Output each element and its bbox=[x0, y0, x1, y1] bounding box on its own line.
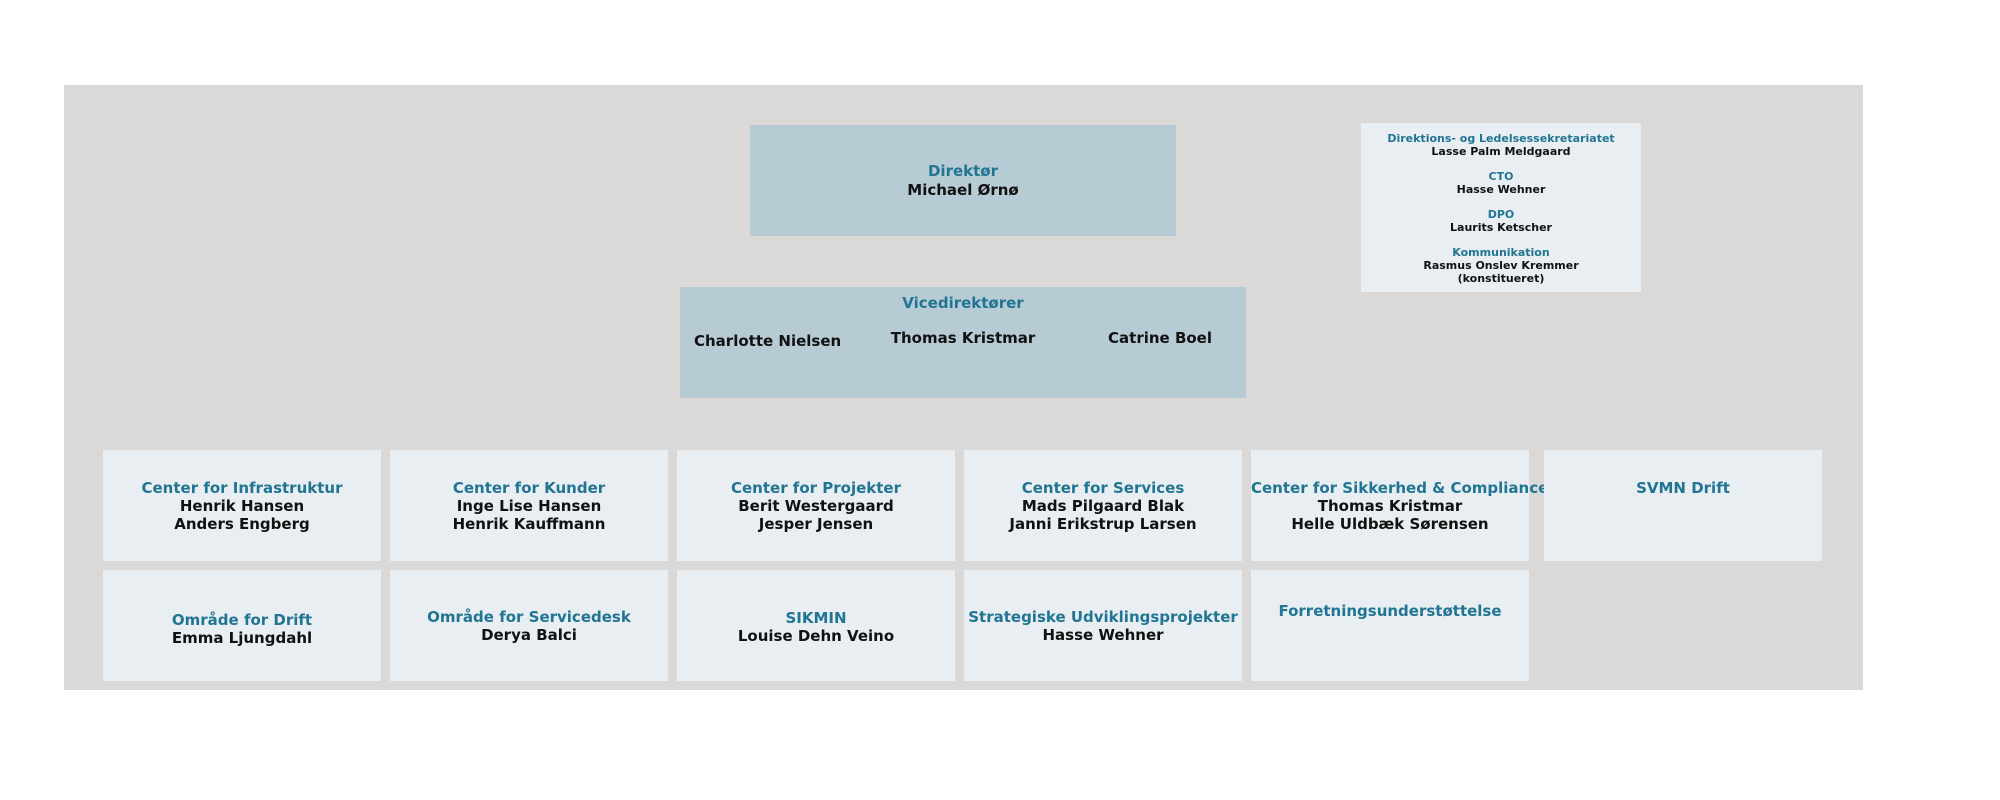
unit-leader: Derya Balci bbox=[481, 625, 577, 644]
unit-leader: Janni Erikstrup Larsen bbox=[1009, 514, 1197, 533]
director-name: Michael Ørnø bbox=[907, 180, 1019, 199]
unit-title: SVMN Drift bbox=[1636, 479, 1730, 497]
staff-group: DPO Laurits Ketscher bbox=[1361, 208, 1641, 234]
unit-box: SVMN Drift bbox=[1544, 450, 1822, 561]
staff-title: DPO bbox=[1487, 208, 1515, 221]
director-title: Direktør bbox=[927, 161, 998, 180]
unit-box: Område for Servicedesk Derya Balci bbox=[390, 570, 668, 681]
unit-leader: Henrik Hansen bbox=[179, 496, 305, 515]
unit-box: Center for Kunder Inge Lise Hansen Henri… bbox=[390, 450, 668, 561]
staff-group: CTO Hasse Wehner bbox=[1361, 170, 1641, 196]
unit-leader: Henrik Kauffmann bbox=[452, 514, 606, 533]
unit-leader: Louise Dehn Veino bbox=[737, 626, 895, 645]
unit-title: Center for Projekter bbox=[730, 478, 901, 497]
unit-title: Center for Sikkerhed & Compliance bbox=[1251, 478, 1549, 497]
unit-leader: Mads Pilgaard Blak bbox=[1021, 496, 1185, 515]
unit-box: Center for Sikkerhed & Compliance Thomas… bbox=[1251, 450, 1549, 561]
unit-box: Område for Drift Emma Ljungdahl bbox=[103, 570, 381, 681]
vice-director-name: Catrine Boel bbox=[1108, 329, 1212, 347]
unit-box: Center for Projekter Berit Westergaard J… bbox=[677, 450, 955, 561]
unit-leader: Inge Lise Hansen bbox=[456, 496, 602, 515]
staff-name: Rasmus Onslev Kremmer bbox=[1423, 259, 1579, 272]
staff-name: Laurits Ketscher bbox=[1450, 221, 1552, 234]
unit-leader: Thomas Kristmar bbox=[1317, 496, 1463, 515]
vice-director-name: Charlotte Nielsen bbox=[694, 332, 842, 350]
unit-leader: Anders Engberg bbox=[174, 514, 310, 533]
unit-title: SIKMIN bbox=[785, 608, 847, 627]
unit-leader: Emma Ljungdahl bbox=[171, 628, 313, 647]
unit-title: Center for Infrastruktur bbox=[141, 478, 343, 497]
unit-title: Område for Drift bbox=[171, 610, 313, 629]
unit-box: Forretningsunderstøttelse bbox=[1251, 570, 1529, 681]
org-chart: Direktør Michael Ørnø Vicedirektører Cha… bbox=[64, 85, 1863, 690]
unit-title: Center for Kunder bbox=[452, 478, 606, 497]
staff-name: Lasse Palm Meldgaard bbox=[1431, 145, 1571, 158]
staff-name: Hasse Wehner bbox=[1456, 183, 1546, 196]
vice-director-name: Thomas Kristmar bbox=[890, 329, 1036, 347]
vice-directors-title: Vicedirektører bbox=[902, 294, 1024, 312]
unit-leader: Hasse Wehner bbox=[1042, 625, 1164, 644]
staff-group: Direktions- og Ledelsessekretariatet Las… bbox=[1361, 132, 1641, 158]
unit-title: Strategiske Udviklingsprojekter bbox=[968, 607, 1238, 626]
staff-functions-box: Direktions- og Ledelsessekretariatet Las… bbox=[1361, 123, 1641, 292]
staff-group: Kommunikation Rasmus Onslev Kremmer (kon… bbox=[1361, 246, 1641, 285]
unit-box: Center for Services Mads Pilgaard Blak J… bbox=[964, 450, 1242, 561]
vice-directors-box: Vicedirektører Charlotte Nielsen Thomas … bbox=[680, 287, 1246, 398]
staff-title: Direktions- og Ledelsessekretariatet bbox=[1387, 132, 1615, 145]
unit-title: Område for Servicedesk bbox=[427, 607, 631, 626]
unit-title: Center for Services bbox=[1021, 478, 1185, 497]
unit-leader: Jesper Jensen bbox=[758, 514, 874, 533]
unit-box: SIKMIN Louise Dehn Veino bbox=[677, 570, 955, 681]
unit-leader: Helle Uldbæk Sørensen bbox=[1291, 514, 1489, 533]
unit-box: Strategiske Udviklingsprojekter Hasse We… bbox=[964, 570, 1242, 681]
unit-leader: Berit Westergaard bbox=[738, 496, 894, 515]
staff-title: CTO bbox=[1488, 170, 1514, 183]
director-box: Direktør Michael Ørnø bbox=[750, 125, 1176, 236]
staff-name-note: (konstitueret) bbox=[1457, 272, 1545, 285]
unit-box: Center for Infrastruktur Henrik Hansen A… bbox=[103, 450, 381, 561]
unit-title: Forretningsunderstøttelse bbox=[1278, 602, 1502, 620]
staff-title: Kommunikation bbox=[1452, 246, 1550, 259]
